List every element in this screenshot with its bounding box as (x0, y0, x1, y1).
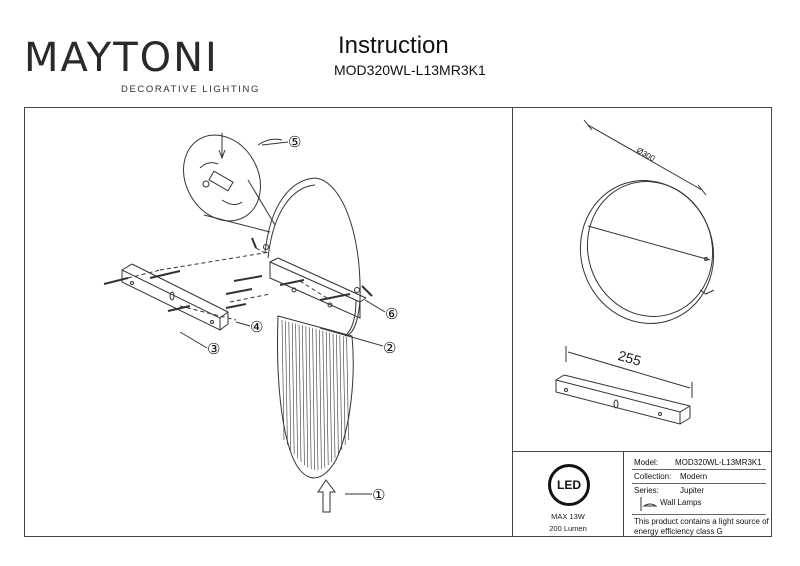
diffuser-rib (312, 328, 315, 470)
type-value: Wall Lamps (660, 498, 702, 507)
callout-3-leader (179, 331, 208, 349)
callout-2-leader (319, 327, 384, 347)
callout-6: ⑥ (385, 306, 399, 323)
vertical-divider (512, 107, 513, 537)
callout-4: ④ (250, 319, 264, 336)
assembly-guides (127, 247, 331, 321)
diffuser-rib (325, 331, 329, 466)
callout-1: ① (372, 487, 386, 504)
page-title: Instruction (338, 32, 449, 59)
diffuser-rib (288, 321, 292, 450)
screws (103, 237, 373, 312)
series-label: Series: (634, 486, 659, 495)
diffuser-rib (295, 323, 298, 459)
model-number: MOD320WL-L13MR3K1 (334, 62, 486, 78)
callout-4-leader (235, 321, 251, 327)
callout-5: ⑤ (288, 134, 302, 151)
detail-magnifier (183, 133, 283, 233)
mounting-plate (269, 257, 367, 319)
diffuser-rib (346, 337, 349, 441)
horizontal-divider (512, 451, 772, 452)
brand-logo: MAYTONI DECORATIVE LIGHTING (24, 35, 258, 95)
lamp-side-view (579, 180, 715, 324)
diffuser-rib (281, 319, 285, 441)
diffuser-rib (336, 334, 339, 455)
info-rule (632, 469, 766, 470)
model-label: Model: (634, 458, 659, 467)
info-rule (632, 483, 766, 484)
diffuser-rib (319, 329, 322, 470)
led-lumen: 200 Lumen (549, 524, 587, 533)
led-spec-box: LED MAX 13W 200 Lumen (512, 451, 624, 537)
diffuser-rib (329, 332, 332, 463)
lower-diffuser (277, 315, 354, 479)
diameter-dimension (583, 119, 707, 196)
collection-label: Collection: (634, 472, 672, 481)
diffuser-rib (315, 328, 319, 470)
diffuser-rib (339, 335, 343, 450)
energy-line-2: energy efficiency class G (634, 527, 723, 536)
diffuser-rib (342, 336, 346, 445)
diffuser-rib (322, 330, 326, 468)
diffuser-rib (332, 333, 336, 459)
model-value: MOD320WL-L13MR3K1 (675, 458, 762, 467)
info-rule (632, 514, 766, 515)
led-badge: LED (548, 464, 590, 506)
diffuser-rib (298, 324, 302, 463)
series-value: Jupiter (680, 486, 705, 495)
diffuser-rib (291, 322, 295, 455)
callout-5-leader (261, 141, 289, 146)
up-arrow-icon (317, 479, 336, 513)
led-power: MAX 13W (551, 512, 585, 521)
upper-half-disc (263, 177, 361, 337)
energy-line-1: This product contains a light source of (634, 517, 769, 526)
diffuser-rib (305, 326, 309, 468)
diffuser-rib (285, 320, 288, 445)
collection-value: Modern (680, 472, 708, 481)
callout-2: ② (383, 340, 397, 357)
diffuser-rib (302, 325, 305, 466)
callout-3: ③ (207, 341, 221, 358)
brand-name: MAYTONI (24, 35, 219, 81)
drawing-frame (24, 107, 772, 537)
wall-bracket (121, 263, 229, 331)
wall-lamp-icon (640, 497, 658, 511)
brand-tagline: DECORATIVE LIGHTING (121, 84, 260, 95)
callout-6-leader (364, 299, 386, 313)
length-dimension (565, 346, 693, 398)
bracket-view (555, 374, 691, 425)
diffuser-rib (308, 327, 312, 470)
